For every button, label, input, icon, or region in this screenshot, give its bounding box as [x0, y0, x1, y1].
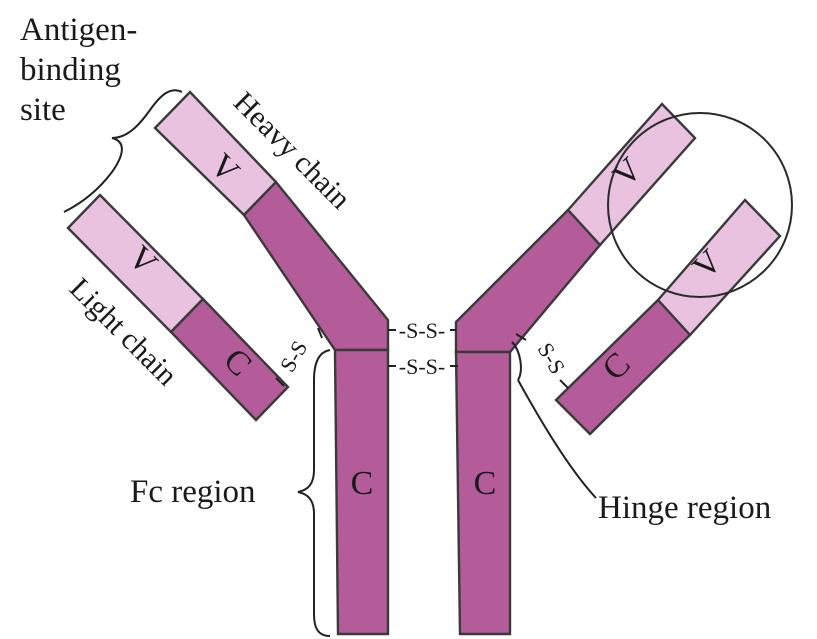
right-arm-ss-label: S-S: [533, 338, 571, 378]
antigen-binding-site-label-line3: site: [20, 92, 66, 128]
left-heavy-c-region: [244, 182, 388, 350]
antigen-binding-brace: [64, 90, 182, 212]
fc-region-brace: [298, 350, 330, 636]
hinge-ss-label-lower: -S-S-: [399, 354, 445, 379]
fc-region-label: Fc region: [130, 474, 256, 510]
left-stem-c-letter: C: [351, 465, 374, 502]
antigen-binding-site-label-line2: binding: [20, 52, 121, 88]
left-arm-ss-label: S-S: [275, 336, 313, 376]
right-heavy-c-region: [456, 210, 600, 352]
right-stem-c-letter: C: [474, 465, 497, 502]
hinge-ss-label-upper: -S-S-: [399, 318, 445, 343]
antigen-binding-site-label-line1: Antigen-: [20, 12, 137, 48]
right-ss-tick-bottom: [560, 380, 568, 388]
hinge-region-label: Hinge region: [598, 490, 771, 526]
